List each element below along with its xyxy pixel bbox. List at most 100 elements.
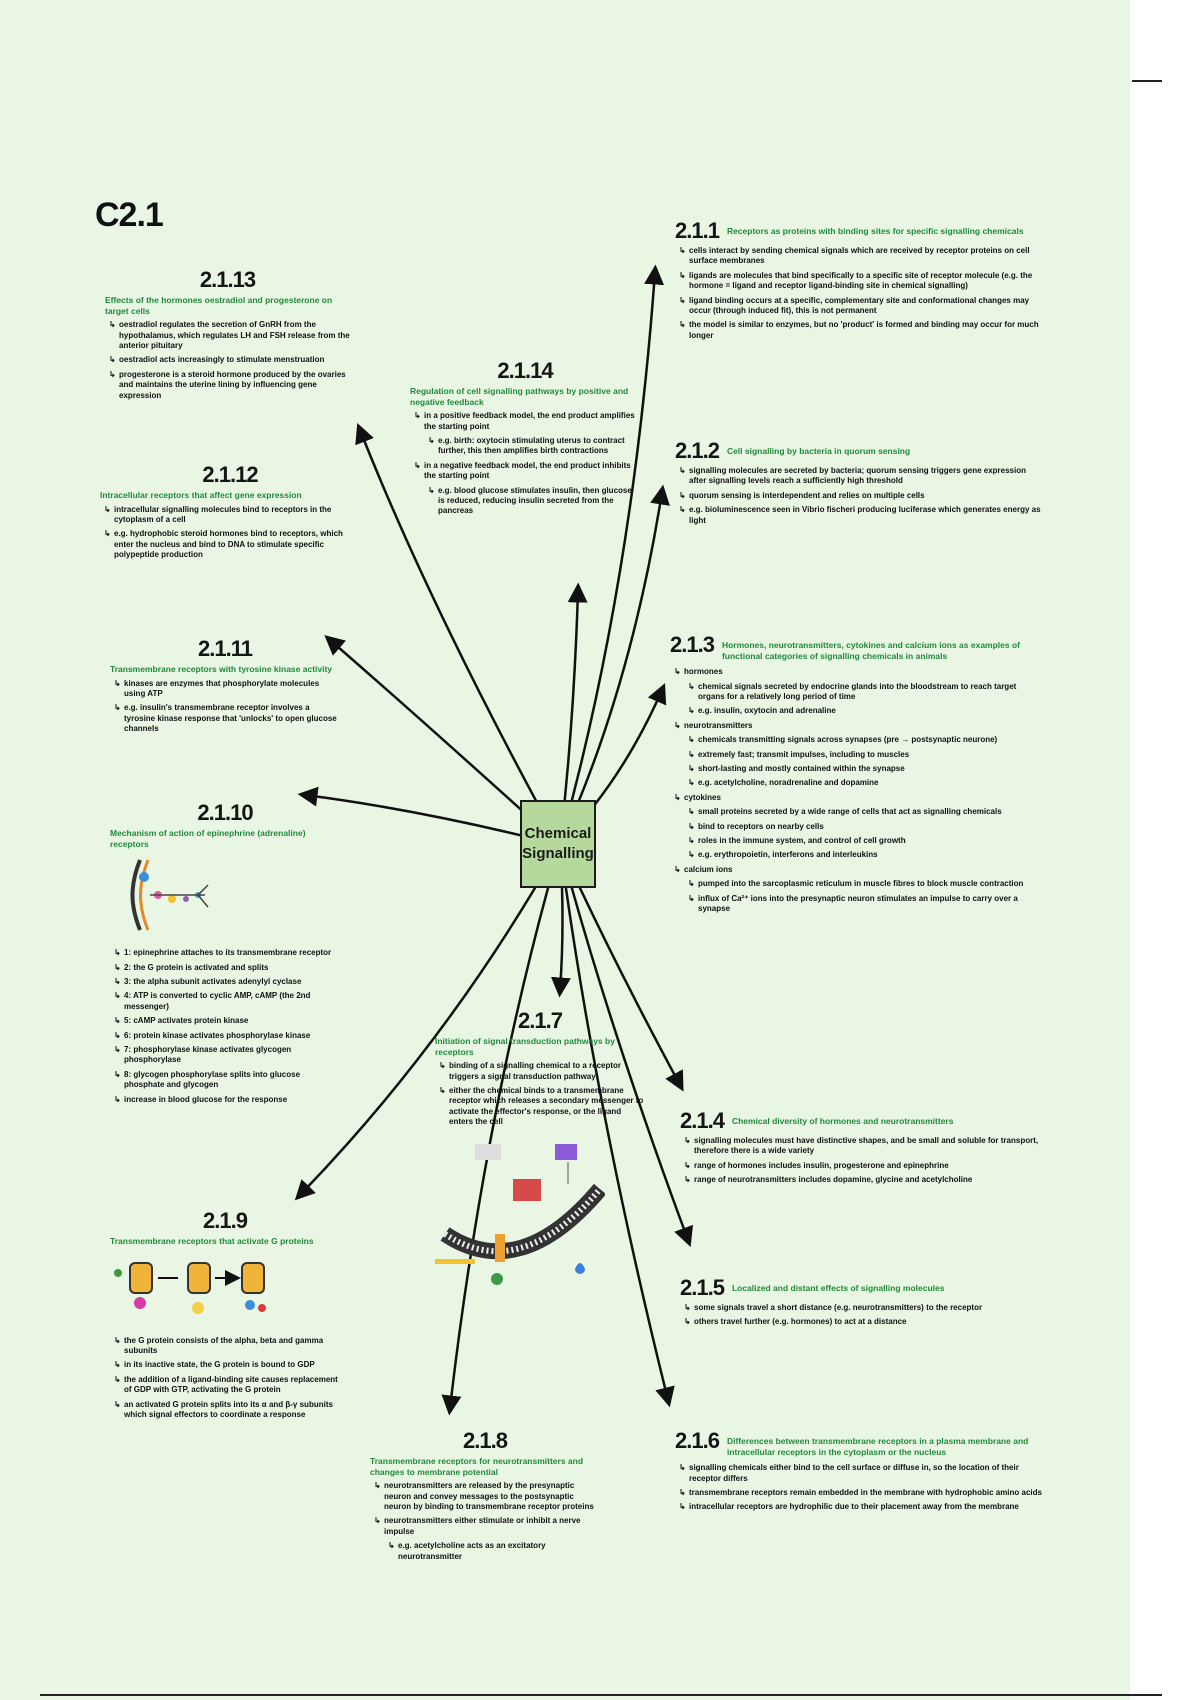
bullet-point: oestradiol regulates the secretion of Gn… bbox=[105, 320, 350, 351]
section-number: 2.1.1 bbox=[675, 218, 720, 243]
bullet-point: the addition of a ligand-binding site ca… bbox=[110, 1375, 340, 1396]
bullet-point: increase in blood glucose for the respon… bbox=[110, 1095, 340, 1105]
epi-diagram bbox=[110, 855, 340, 940]
branch-arrow bbox=[355, 423, 562, 846]
bullet-point: oestradiol acts increasingly to stimulat… bbox=[105, 355, 350, 365]
bullet-point: 3: the alpha subunit activates adenylyl … bbox=[110, 977, 340, 987]
section-number: 2.1.6 bbox=[675, 1428, 720, 1453]
bullet-point: e.g. blood glucose stimulates insulin, t… bbox=[424, 486, 640, 517]
section-subtitle: Cell signalling by bacteria in quorum se… bbox=[726, 446, 911, 456]
page-bottom-divider bbox=[40, 1694, 1162, 1696]
bullet-point: influx of Ca²⁺ ions into the presynaptic… bbox=[684, 894, 1040, 915]
bullet-point: the model is similar to enzymes, but no … bbox=[675, 320, 1045, 341]
bullet-point: short-lasting and mostly contained withi… bbox=[684, 764, 1040, 774]
bullet-point: calcium ions bbox=[670, 865, 1040, 875]
section-number: 2.1.11 bbox=[198, 636, 253, 661]
section-number: 2.1.5 bbox=[680, 1275, 725, 1300]
gprotein-diagram bbox=[110, 1253, 340, 1328]
bullet-point: e.g. insulin's transmembrane receptor in… bbox=[110, 703, 340, 734]
bullet-point: e.g. erythropoietin, interferons and int… bbox=[684, 850, 1040, 860]
section-subtitle: Chemical diversity of hormones and neuro… bbox=[731, 1116, 954, 1126]
section-number: 2.1.13 bbox=[199, 267, 256, 292]
section-number: 2.1.9 bbox=[203, 1208, 248, 1233]
section-subtitle: Transmembrane receptors with tyrosine ki… bbox=[110, 664, 333, 674]
bullet-point: neurotransmitters are released by the pr… bbox=[370, 1481, 600, 1512]
section-subtitle: Transmembrane receptors for neurotransmi… bbox=[370, 1456, 584, 1477]
bullet-point: ligands are molecules that bind specific… bbox=[675, 271, 1045, 292]
bullet-point: 8: glycogen phosphorylase splits into gl… bbox=[110, 1070, 340, 1091]
bullet-point: e.g. birth: oxytocin stimulating uterus … bbox=[424, 436, 640, 457]
bullet-point: progesterone is a steroid hormone produc… bbox=[105, 370, 350, 401]
bullet-point: ligand binding occurs at a specific, com… bbox=[675, 296, 1045, 317]
bullet-point: 2: the G protein is activated and splits bbox=[110, 963, 340, 973]
bullet-point: cytokines bbox=[670, 793, 1040, 803]
bullet-point: some signals travel a short distance (e.… bbox=[680, 1303, 1040, 1313]
bullet-point: intracellular receptors are hydrophilic … bbox=[675, 1502, 1045, 1512]
bullet-point: pumped into the sarcoplasmic reticulum i… bbox=[684, 879, 1040, 889]
bullet-point: e.g. acetylcholine, noradrenaline and do… bbox=[684, 778, 1040, 788]
bullet-point: extremely fast; transmit impulses, inclu… bbox=[684, 750, 1040, 760]
section-subtitle: Intracellular receptors that affect gene… bbox=[100, 490, 302, 500]
branch-arrow bbox=[294, 844, 562, 1201]
section-subtitle: Differences between transmembrane recept… bbox=[726, 1436, 1029, 1457]
bullet-point: range of neurotransmitters includes dopa… bbox=[680, 1175, 1040, 1185]
section-subtitle: Initiation of signal transduction pathwa… bbox=[435, 1036, 615, 1057]
section-number: 2.1.7 bbox=[518, 1008, 563, 1033]
section-number: 2.1.10 bbox=[197, 800, 253, 825]
bullet-point: cells interact by sending chemical signa… bbox=[675, 246, 1045, 267]
section-subtitle: Effects of the hormones oestradiol and p… bbox=[105, 295, 333, 316]
section-2-1-2: 2.1.2 Cell signalling by bacteria in quor… bbox=[675, 438, 1045, 530]
bullet-point: chemicals transmitting signals across sy… bbox=[684, 735, 1040, 745]
section-subtitle: Hormones, neurotransmitters, cytokines a… bbox=[721, 640, 1021, 661]
bullet-point: in its inactive state, the G protein is … bbox=[110, 1360, 340, 1370]
section-number: 2.1.14 bbox=[497, 358, 553, 383]
central-topic-box: Chemical Signalling bbox=[520, 800, 596, 888]
section-number: 2.1.2 bbox=[675, 438, 720, 463]
bullet-point: 4: ATP is converted to cyclic AMP, cAMP … bbox=[110, 991, 340, 1012]
section-subtitle: Regulation of cell signalling pathways b… bbox=[410, 386, 629, 407]
bullet-point: e.g. insulin, oxytocin and adrenaline bbox=[684, 706, 1040, 716]
bullet-point: neurotransmitters either stimulate or in… bbox=[370, 1516, 600, 1537]
bullet-point: hormones bbox=[670, 667, 1040, 677]
bullet-point: e.g. bioluminescence seen in Vibrio fisc… bbox=[675, 505, 1045, 526]
central-topic-label: Chemical Signalling bbox=[522, 824, 594, 862]
page-title: C2.1 bbox=[95, 196, 164, 234]
bullet-point: quorum sensing is interdependent and rel… bbox=[675, 491, 1045, 501]
bullet-point: 7: phosphorylase kinase activates glycog… bbox=[110, 1045, 340, 1066]
bullet-point: signalling molecules are secreted by bac… bbox=[675, 466, 1045, 487]
bullet-point: e.g. hydrophobic steroid hormones bind t… bbox=[100, 529, 360, 560]
branch-arrow bbox=[558, 844, 694, 1248]
section-2-1-1: 2.1.1 Receptors as proteins with binding … bbox=[675, 218, 1045, 345]
section-subtitle: Mechanism of action of epinephrine (adre… bbox=[110, 828, 306, 849]
bullet-point: in a positive feedback model, the end pr… bbox=[410, 411, 640, 432]
bullet-point: intracellular signalling molecules bind … bbox=[100, 505, 360, 526]
bullet-point: signalling molecules must have distincti… bbox=[680, 1136, 1040, 1157]
bullet-point: in a negative feedback model, the end pr… bbox=[410, 461, 640, 482]
bullet-point: chemical signals secreted by endocrine g… bbox=[684, 682, 1040, 703]
section-2-1-4: 2.1.4 Chemical diversity of hormones and … bbox=[680, 1108, 1040, 1190]
branch-arrow bbox=[558, 264, 665, 846]
bullet-point: roles in the immune system, and control … bbox=[684, 836, 1040, 846]
section-2-1-6: 2.1.6 Differences between transmembrane r… bbox=[675, 1428, 1045, 1517]
bullet-point: 5: cAMP activates protein kinase bbox=[110, 1016, 340, 1026]
bullet-point: an activated G protein splits into its α… bbox=[110, 1400, 340, 1421]
section-subtitle: Transmembrane receptors that activate G … bbox=[110, 1236, 314, 1246]
section-2-1-3: 2.1.3 Hormones, neurotransmitters, cytoki… bbox=[670, 632, 1040, 918]
bullet-point: e.g. acetylcholine acts as an excitatory… bbox=[384, 1541, 600, 1562]
bullet-point: bind to receptors on nearby cells bbox=[684, 822, 1040, 832]
bullet-point: small proteins secreted by a wide range … bbox=[684, 807, 1040, 817]
section-number: 2.1.3 bbox=[670, 632, 715, 657]
section-number: 2.1.8 bbox=[463, 1428, 508, 1453]
bullet-point: neurotransmitters bbox=[670, 721, 1040, 731]
section-number: 2.1.4 bbox=[680, 1108, 725, 1133]
section-subtitle: Receptors as proteins with binding sites… bbox=[726, 226, 1024, 236]
bullet-point: signalling chemicals either bind to the … bbox=[675, 1463, 1045, 1484]
